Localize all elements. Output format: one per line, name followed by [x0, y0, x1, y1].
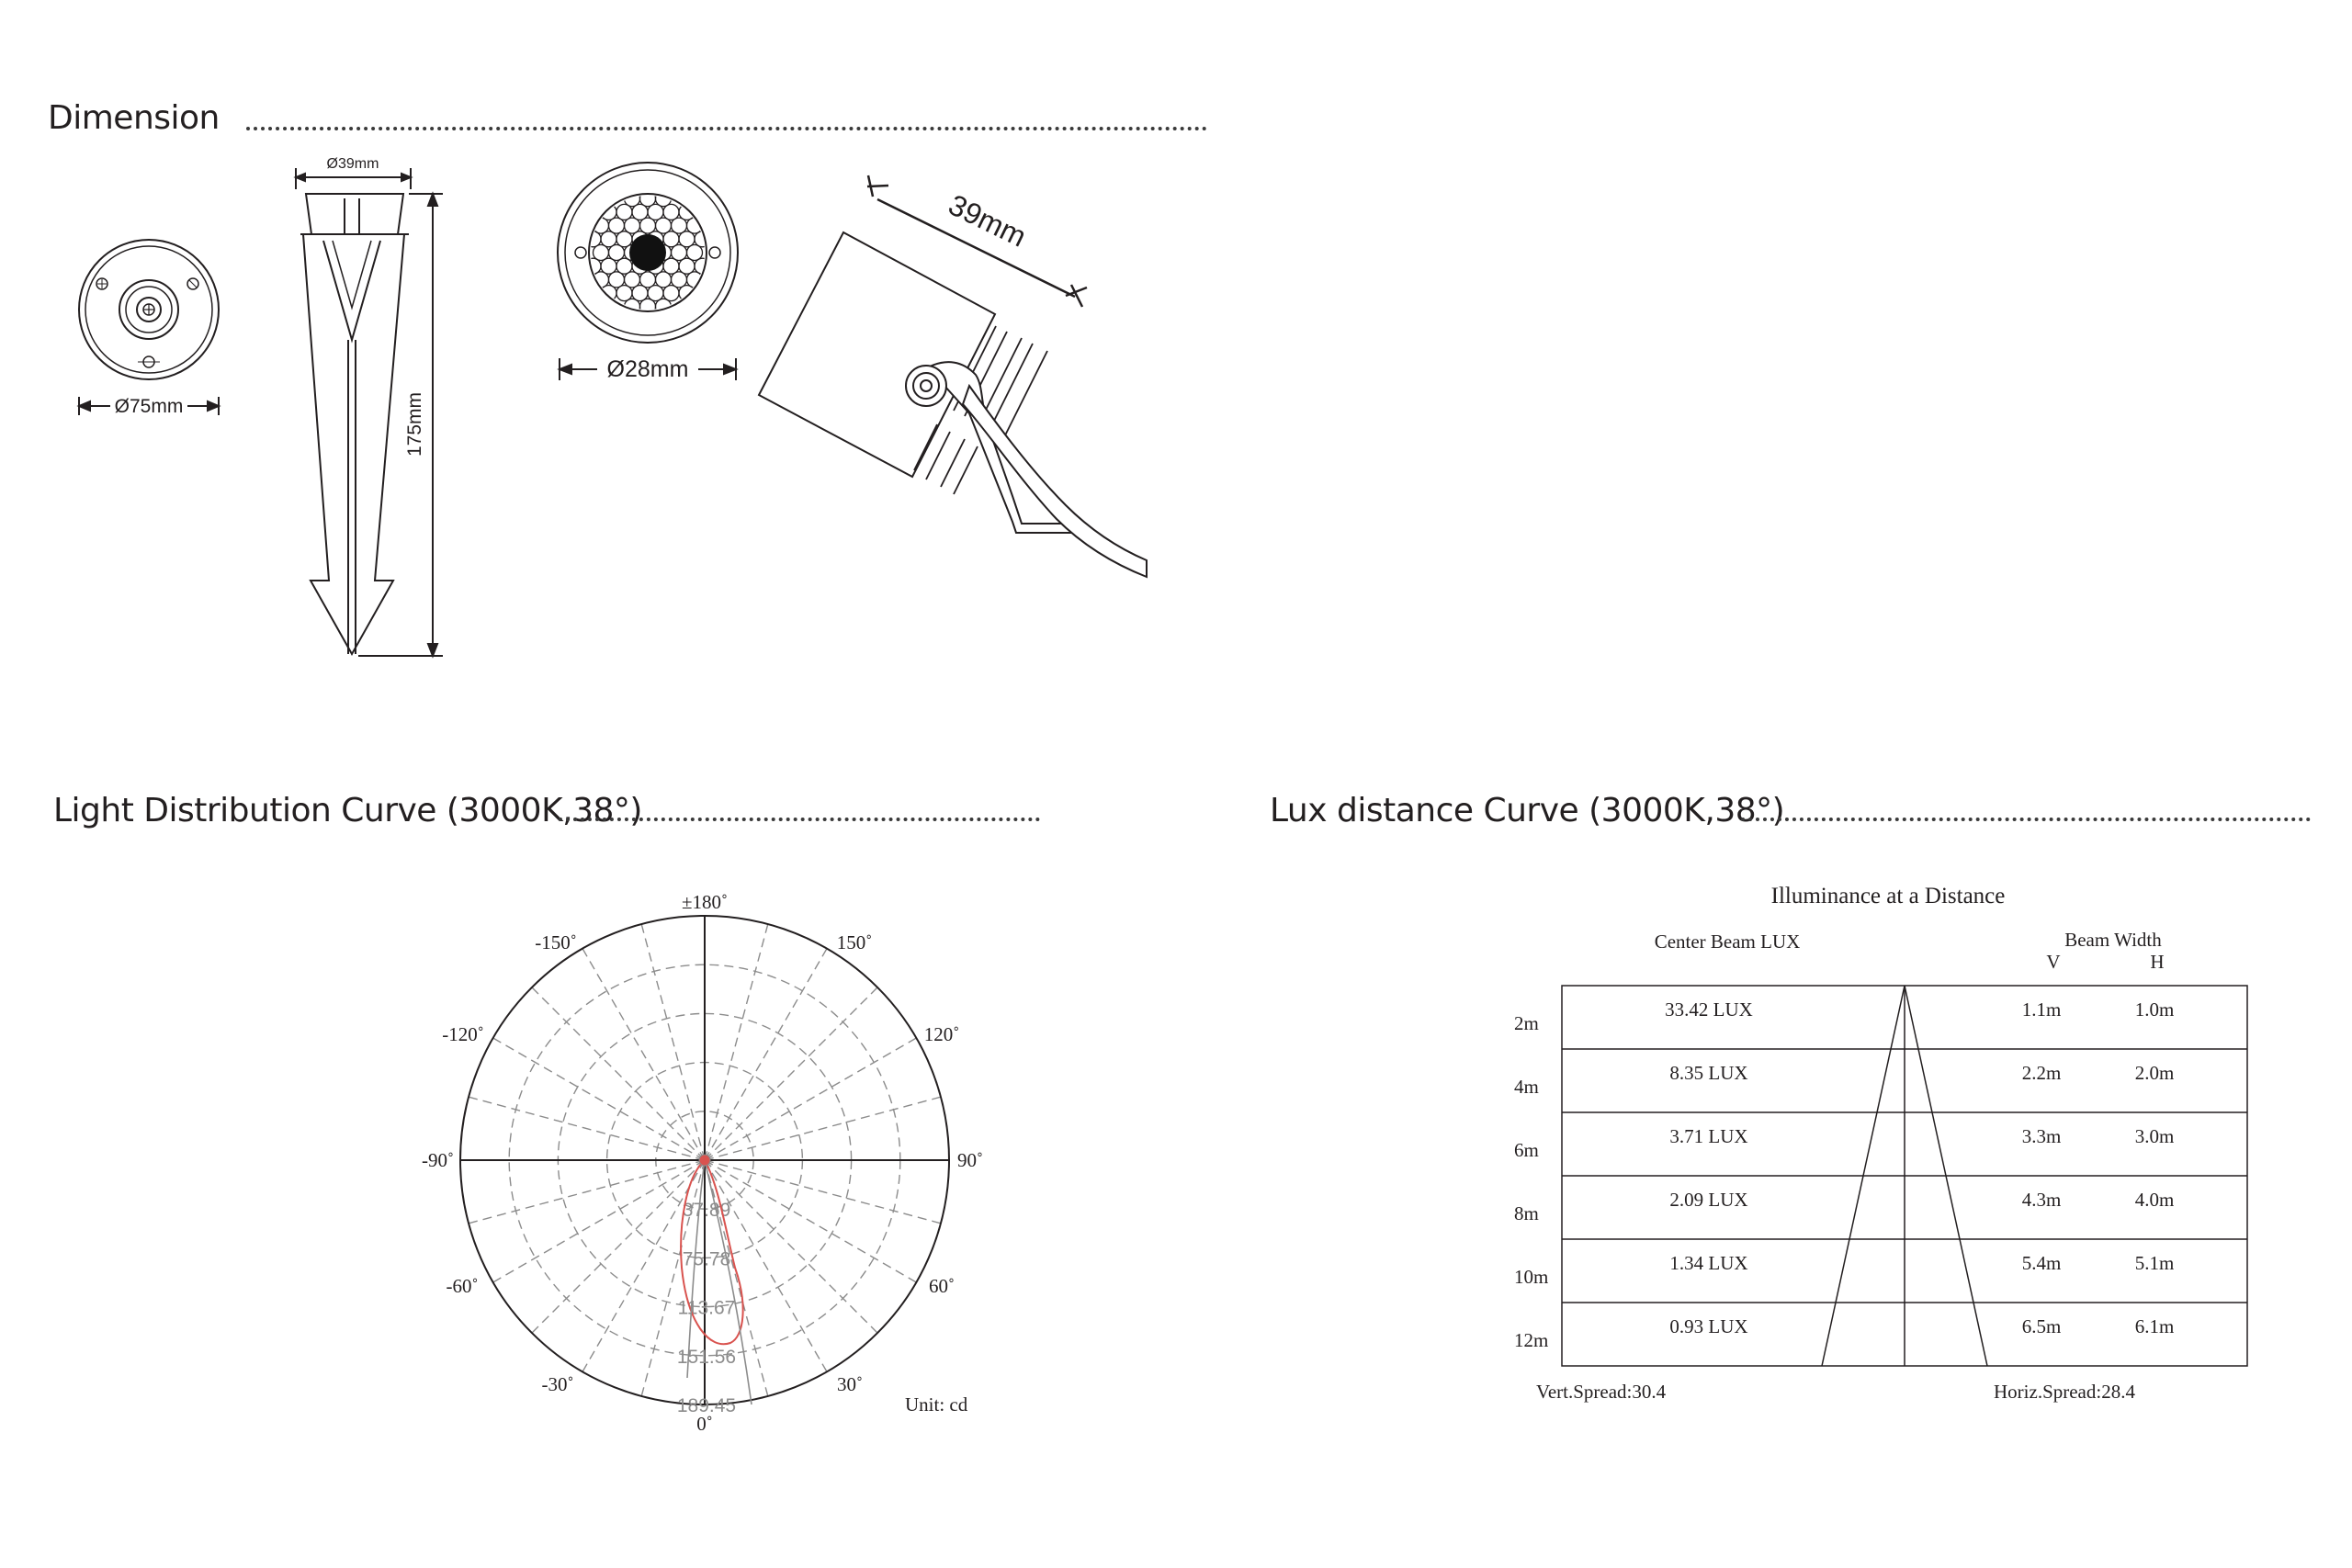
spotlight-head-view: [757, 231, 1148, 579]
angle-label-neg30: -30˚: [542, 1373, 574, 1395]
row-v: 4.3m: [2022, 1189, 2062, 1211]
h-header: H: [2150, 951, 2164, 973]
row-lux: 8.35 LUX: [1669, 1062, 1747, 1084]
row-v: 2.2m: [2022, 1062, 2062, 1084]
row-lux: 33.42 LUX: [1665, 998, 1753, 1021]
lux-table: Illuminance at a Distance Center Beam LU…: [1514, 884, 2248, 1403]
horiz-spread: Horiz.Spread:28.4: [1994, 1381, 2135, 1403]
distribution-curve-1: [680, 1158, 744, 1346]
lux-distance-title: Lux distance Curve (3000K,38°): [1270, 792, 1785, 829]
row-lux: 1.34 LUX: [1669, 1252, 1747, 1274]
row-h: 2.0m: [2135, 1062, 2175, 1084]
row-distance: 6m: [1514, 1139, 1539, 1161]
row-v: 6.5m: [2022, 1315, 2062, 1337]
dimension-divider: [246, 127, 1207, 130]
polar-unit: Unit: cd: [905, 1393, 968, 1416]
lens-diameter-label: Ø28mm: [607, 356, 689, 382]
row-lux: 3.71 LUX: [1669, 1125, 1747, 1147]
distribution-curve-2: [686, 1159, 752, 1405]
row-lux: 2.09 LUX: [1669, 1189, 1747, 1211]
row-v: 3.3m: [2022, 1125, 2062, 1147]
beam-cone: [1821, 985, 1988, 1367]
v-header: V: [2046, 951, 2060, 973]
light-distribution-divider: [559, 818, 1040, 821]
dimension-title: Dimension: [48, 99, 220, 137]
angle-label-30: 30˚: [837, 1373, 863, 1395]
angle-label-neg90: -90˚: [422, 1149, 454, 1171]
angle-label-180: ±180˚: [682, 891, 728, 913]
angle-label-150: 150˚: [837, 931, 873, 953]
row-distance: 10m: [1514, 1266, 1548, 1288]
row-v: 5.4m: [2022, 1252, 2062, 1274]
ring-value-label: 189.45: [677, 1395, 736, 1416]
row-h: 4.0m: [2135, 1189, 2175, 1211]
base-diameter-dimension: [76, 397, 221, 415]
base-diameter-label: Ø75mm: [115, 396, 184, 417]
angle-label-60: 60˚: [929, 1275, 955, 1297]
row-lux: 0.93 LUX: [1669, 1315, 1747, 1337]
light-distribution-title: Light Distribution Curve (3000K,38°): [53, 792, 642, 829]
center-beam-header: Center Beam LUX: [1655, 931, 1801, 953]
angle-label-neg120: -120˚: [442, 1023, 484, 1045]
head-width-dimension: [866, 175, 1088, 308]
lux-distance-divider: [1741, 818, 2311, 821]
angle-label-90: 90˚: [957, 1149, 983, 1171]
row-distance: 2m: [1514, 1012, 1539, 1034]
lens-front-view: [557, 162, 739, 344]
ring-value-label: 75.78: [683, 1248, 731, 1269]
head-width-label: 39mm: [944, 187, 1032, 253]
spike-side-view: [300, 193, 409, 657]
ring-value-label: 151.56: [677, 1347, 736, 1368]
row-h: 3.0m: [2135, 1125, 2175, 1147]
beam-width-header: Beam Width: [2064, 929, 2162, 951]
top-diameter-label: Ø39mm: [327, 156, 379, 172]
row-v: 1.1m: [2022, 998, 2062, 1021]
angle-label-neg60: -60˚: [447, 1275, 479, 1297]
row-distance: 12m: [1514, 1329, 1548, 1351]
vert-spread: Vert.Spread:30.4: [1536, 1381, 1667, 1403]
ring-value-label: 37.89: [683, 1200, 731, 1221]
base-bottom-view: [78, 239, 220, 380]
row-distance: 8m: [1514, 1202, 1539, 1224]
angle-label-neg150: -150˚: [535, 931, 577, 953]
lux-table-title: Illuminance at a Distance: [1771, 884, 2006, 908]
ring-value-label: 113.67: [678, 1298, 736, 1319]
row-distance: 4m: [1514, 1076, 1539, 1098]
row-h: 1.0m: [2135, 998, 2175, 1021]
height-label: 175mm: [404, 392, 425, 457]
row-h: 6.1m: [2135, 1315, 2175, 1337]
polar-chart: 37.89 75.78 113.67 151.56 189.45 ±180˚ -150˚…: [422, 891, 983, 1435]
row-h: 5.1m: [2135, 1252, 2175, 1274]
top-diameter-dimension: [293, 168, 413, 189]
angle-label-0: 0˚: [696, 1413, 713, 1435]
height-dimension: [358, 191, 443, 659]
lens-diameter-dimension: [557, 358, 739, 380]
angle-label-120: 120˚: [924, 1023, 960, 1045]
